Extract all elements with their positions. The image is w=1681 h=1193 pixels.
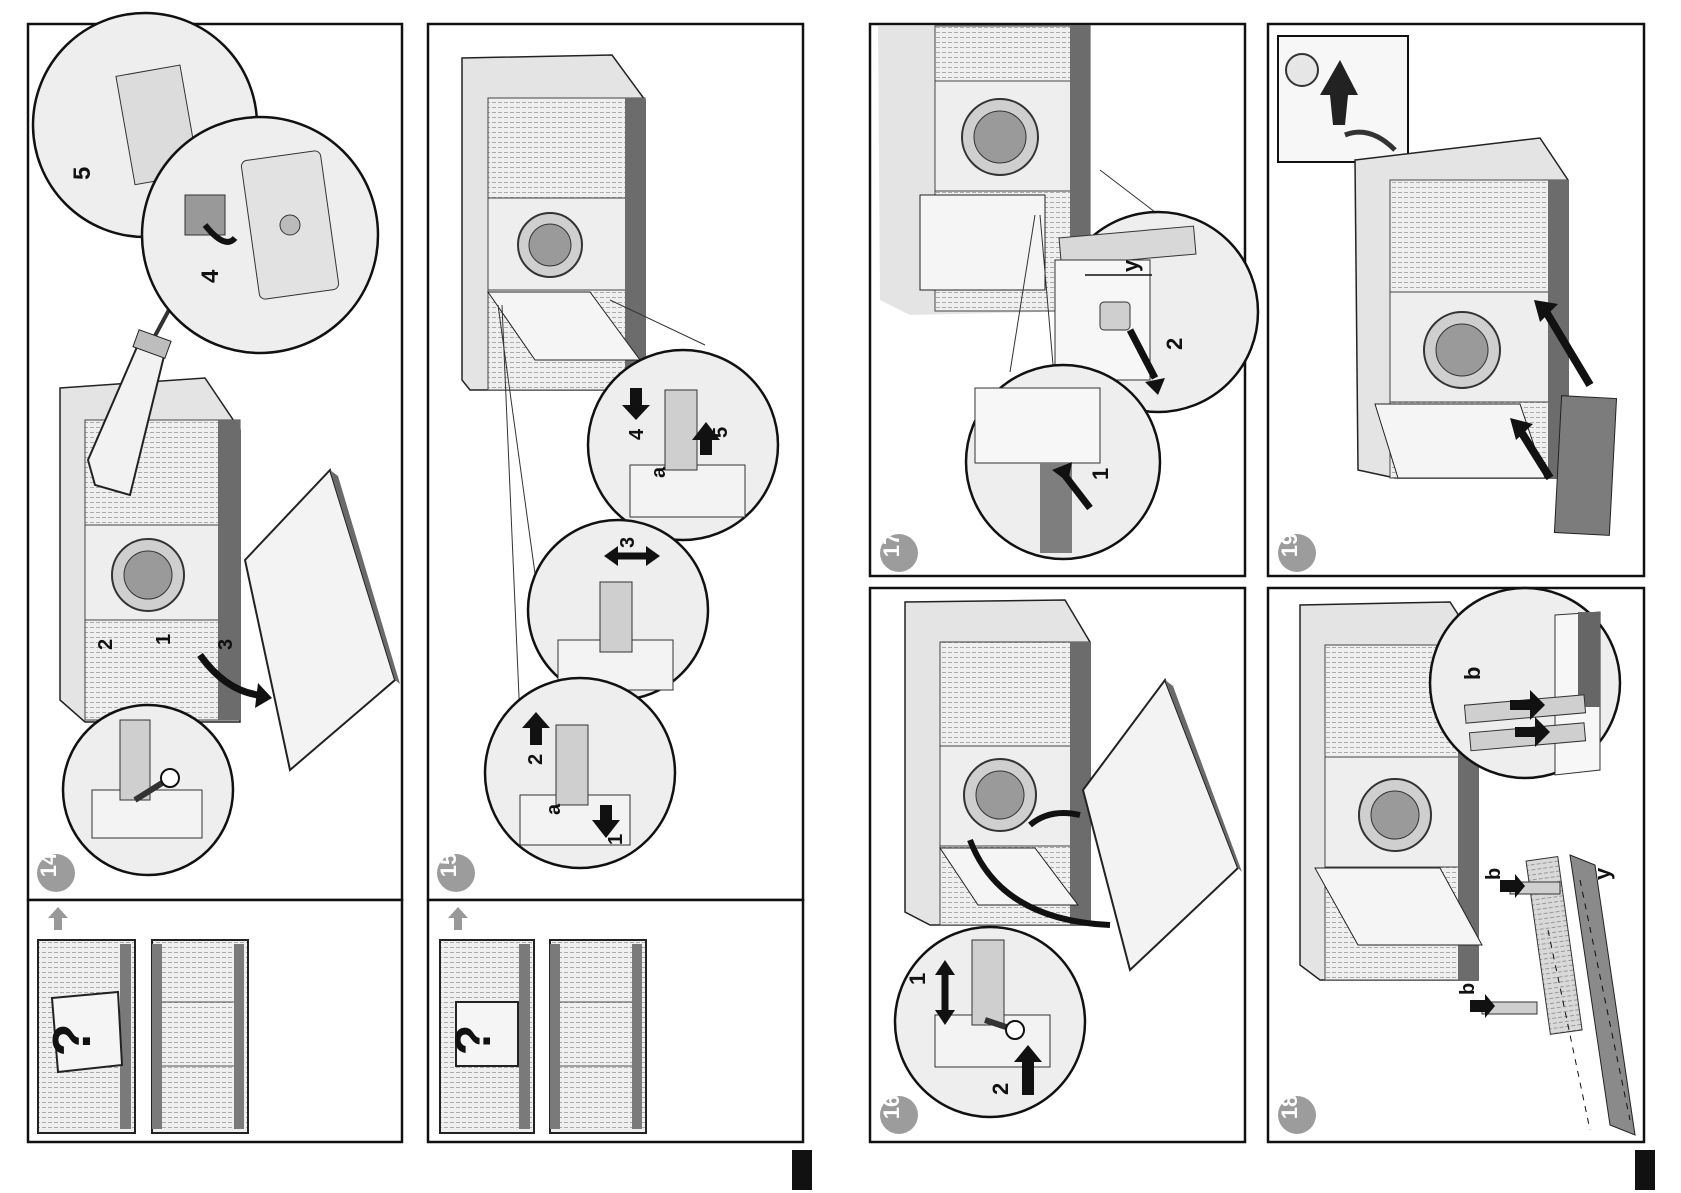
step-number: 15 (436, 853, 461, 877)
panel-step-14: 5 4 1 2 3 14 (28, 13, 402, 900)
callout-label: a (543, 803, 565, 815)
panel-step-15-substeps: ? (428, 900, 803, 1142)
step-number: 14 (36, 852, 61, 877)
callout-label: a (648, 466, 670, 478)
cabinet-illustration (462, 55, 645, 390)
step-number: 19 (1277, 533, 1302, 557)
callout-label: b (1457, 983, 1479, 995)
panel-step-15: 4 5 a 3 2 1 a 15 (428, 24, 803, 900)
panel-step-18: b y b b 18 (1268, 588, 1644, 1142)
step-number: 17 (879, 533, 904, 557)
panel-step-16: 1 2 16 (870, 588, 1245, 1142)
callout-label: b (1460, 667, 1485, 680)
plinth-panel (1554, 396, 1616, 536)
panel-step-19: 19 (1268, 24, 1644, 576)
callout-label: b (1483, 868, 1505, 880)
page-marker (1635, 1150, 1655, 1190)
callout-label: 3 (215, 639, 237, 650)
cabinet-front-variant-b (550, 940, 646, 1133)
cabinet-front-variant-b (152, 940, 248, 1133)
callout-label: y (1118, 259, 1143, 272)
cabinet-illustration (905, 600, 1090, 925)
callout-label: 5 (69, 167, 96, 180)
step-number: 18 (1277, 1095, 1302, 1119)
callout-label: 5 (710, 427, 732, 438)
panel-step-14-substeps: ? (28, 900, 402, 1142)
question-mark-icon: ? (42, 1024, 102, 1057)
callout-label: 1 (1088, 468, 1113, 480)
callout-label: 2 (525, 754, 547, 765)
callout-label: 2 (1162, 338, 1187, 350)
callout-label: 1 (153, 634, 175, 645)
cabinet-illustration (1355, 138, 1568, 478)
callout-label: 1 (605, 834, 627, 845)
panel-step-17: y 2 1 17 (870, 24, 1258, 576)
callout-label: y (1590, 867, 1615, 880)
page-marker (792, 1150, 812, 1190)
callout-label: 4 (626, 428, 648, 440)
callout-label: 4 (197, 269, 224, 283)
cabinet-front-variant-a: ? (440, 940, 534, 1133)
question-mark-icon: ? (445, 1025, 501, 1056)
callout-label: 2 (988, 1083, 1013, 1095)
cabinet-front-variant-a: ? (38, 940, 135, 1133)
power-socket-icon (1286, 54, 1318, 86)
callout-label: 2 (95, 639, 117, 650)
callout-label: 1 (905, 973, 930, 985)
step-number: 16 (879, 1095, 904, 1119)
callout-label: 3 (617, 537, 639, 548)
